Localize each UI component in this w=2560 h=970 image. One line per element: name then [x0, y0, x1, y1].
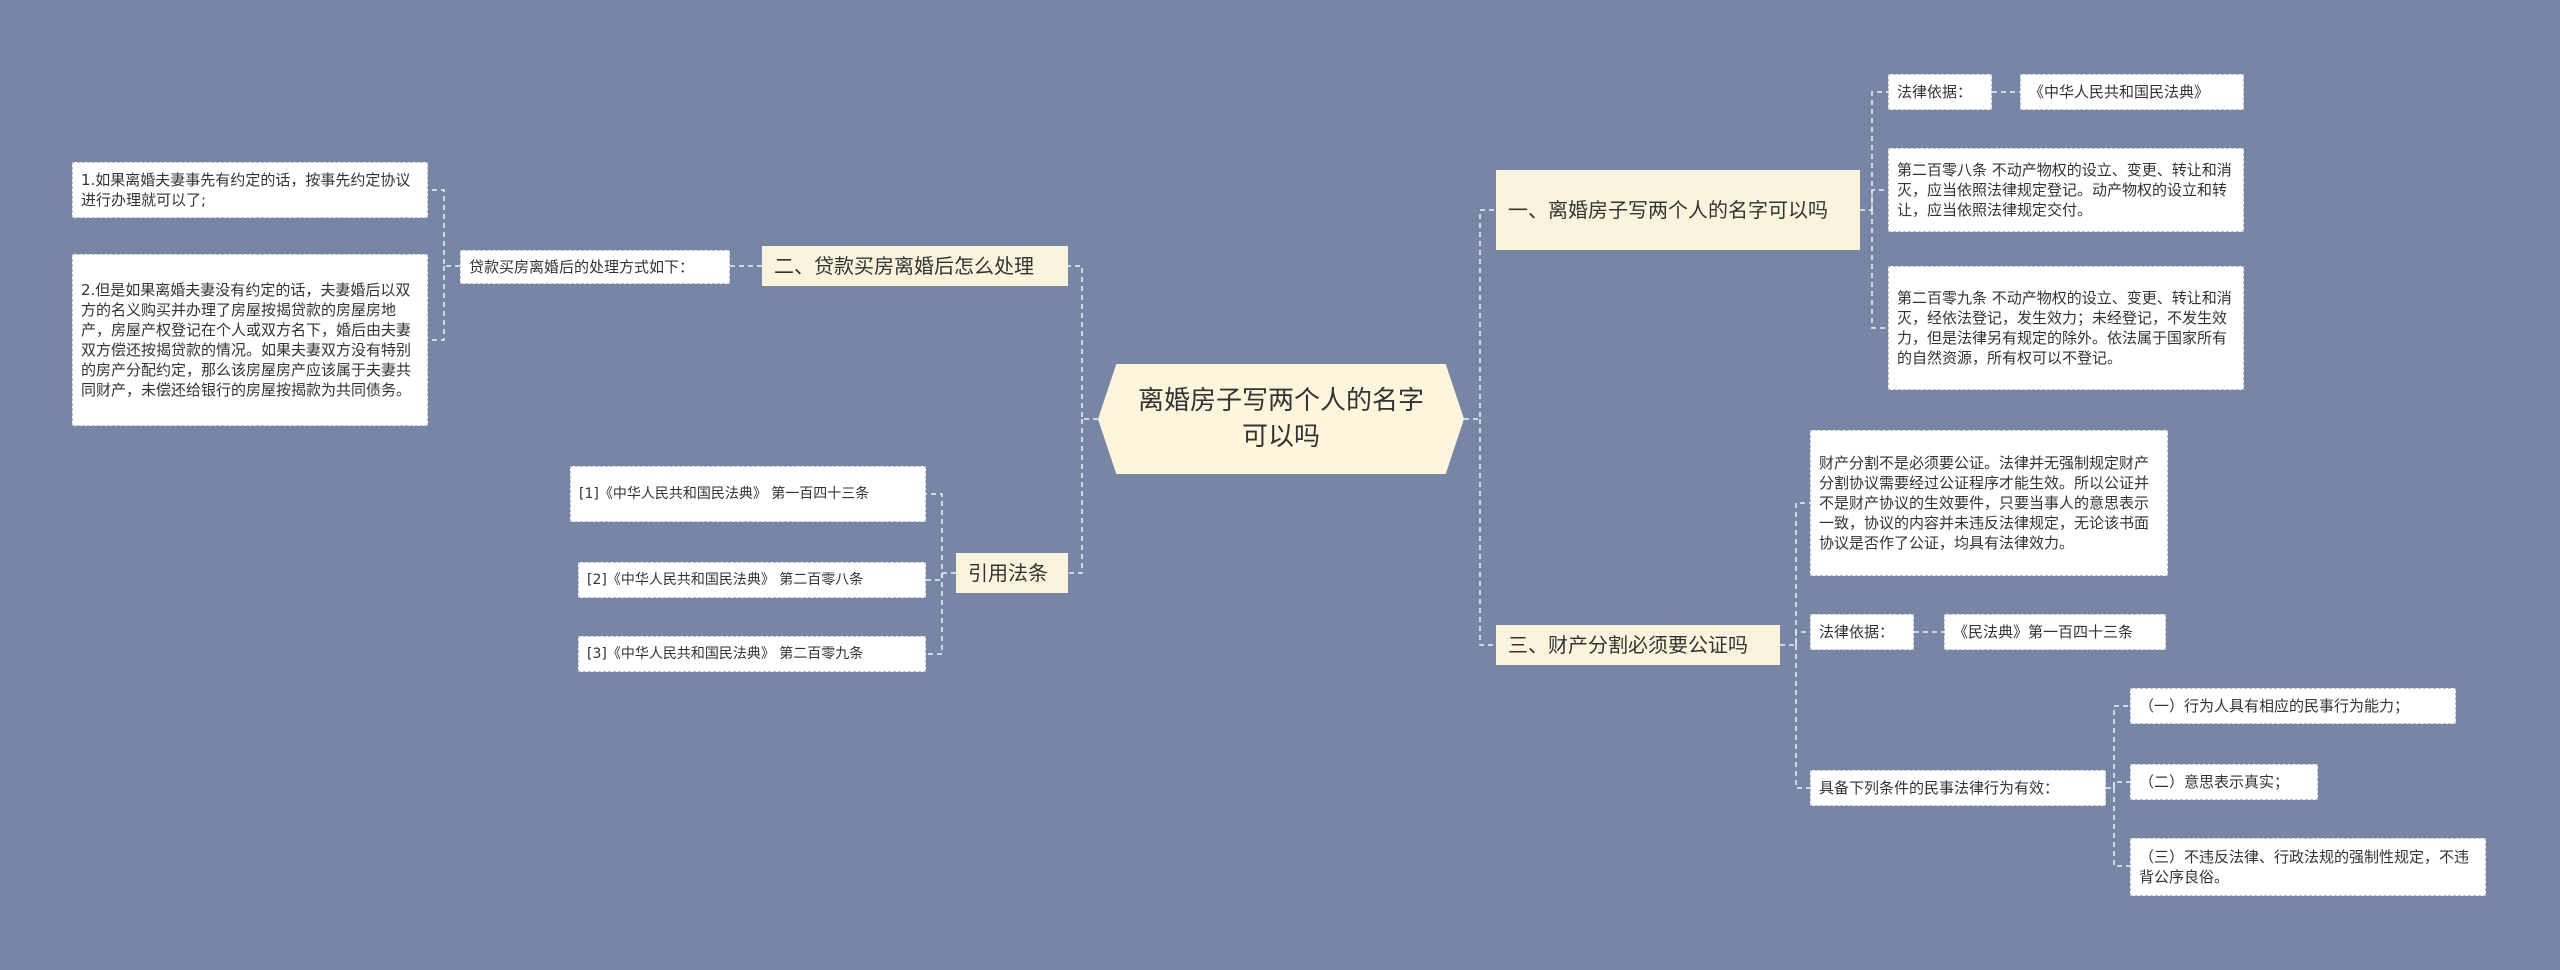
- link-b3-para: [1780, 502, 1810, 646]
- b2-item-1[interactable]: 1.如果离婚夫妻事先有约定的话，按事先约定协议进行办理就可以了;: [72, 162, 428, 218]
- branch-b2[interactable]: 二、贷款买房离婚后怎么处理: [762, 246, 1068, 286]
- link-cond3: [2113, 788, 2130, 867]
- link-cond1: [2106, 705, 2130, 789]
- link-ref3: [926, 573, 943, 655]
- b3-condition-label[interactable]: 具备下列条件的民事法律行为有效：: [1810, 770, 2106, 806]
- link-root-b1: [1464, 209, 1496, 420]
- link-root-b2: [1068, 265, 1098, 420]
- b3-condition-3[interactable]: （三）不违反法律、行政法规的强制性规定，不违背公序良俗。: [2130, 838, 2486, 896]
- link-b1-art209: [1871, 210, 1888, 329]
- link-root-b4: [1068, 419, 1083, 574]
- link-b1-basis: [1860, 91, 1888, 211]
- link-ref1: [926, 493, 956, 574]
- link-ref2: [926, 573, 943, 581]
- b4-reference-2[interactable]: [2]《中华人民共和国民法典》 第二百零八条: [578, 562, 926, 598]
- b3-condition-1[interactable]: （一）行为人具有相应的民事行为能力；: [2130, 688, 2456, 724]
- b3-basis-value[interactable]: 《民法典》第一百四十三条: [1944, 614, 2166, 650]
- b4-reference-3[interactable]: [3]《中华人民共和国民法典》 第二百零九条: [578, 636, 926, 672]
- link-b1-art208: [1871, 189, 1888, 210]
- link-b3-cond: [1795, 645, 1810, 789]
- b1-article-208[interactable]: 第二百零八条 不动产物权的设立、变更、转让和消灭，应当依照法律规定登记。动产物权…: [1888, 148, 2244, 232]
- b2-method-label[interactable]: 贷款买房离婚后的处理方式如下：: [460, 250, 730, 284]
- b1-basis-value[interactable]: 《中华人民共和国民法典》: [2020, 74, 2244, 110]
- root-topic[interactable]: 离婚房子写两个人的名字可以吗: [1098, 364, 1464, 474]
- b1-basis-label[interactable]: 法律依据：: [1888, 74, 1992, 110]
- link-root-b3: [1479, 419, 1496, 646]
- branch-b4[interactable]: 引用法条: [956, 553, 1068, 593]
- b1-article-209[interactable]: 第二百零九条 不动产物权的设立、变更、转让和消灭，经依法登记，发生效力；未经登记…: [1888, 266, 2244, 390]
- link-item2: [428, 266, 445, 341]
- link-b3-basis: [1795, 631, 1810, 645]
- branch-b3[interactable]: 三、财产分割必须要公证吗: [1496, 625, 1780, 665]
- b3-paragraph[interactable]: 财产分割不是必须要公证。法律并无强制规定财产分割协议需要经过公证程序才能生效。所…: [1810, 430, 2168, 576]
- link-cond2: [2113, 781, 2130, 788]
- b4-reference-1[interactable]: [1]《中华人民共和国民法典》 第一百四十三条: [570, 466, 926, 522]
- branch-b1[interactable]: 一、离婚房子写两个人的名字可以吗: [1496, 170, 1860, 250]
- b3-condition-2[interactable]: （二）意思表示真实；: [2130, 764, 2318, 800]
- link-item1: [428, 189, 460, 267]
- b3-basis-label[interactable]: 法律依据：: [1810, 614, 1914, 650]
- b2-item-2[interactable]: 2.但是如果离婚夫妻没有约定的话，夫妻婚后以双方的名义购买并办理了房屋按揭贷款的…: [72, 254, 428, 426]
